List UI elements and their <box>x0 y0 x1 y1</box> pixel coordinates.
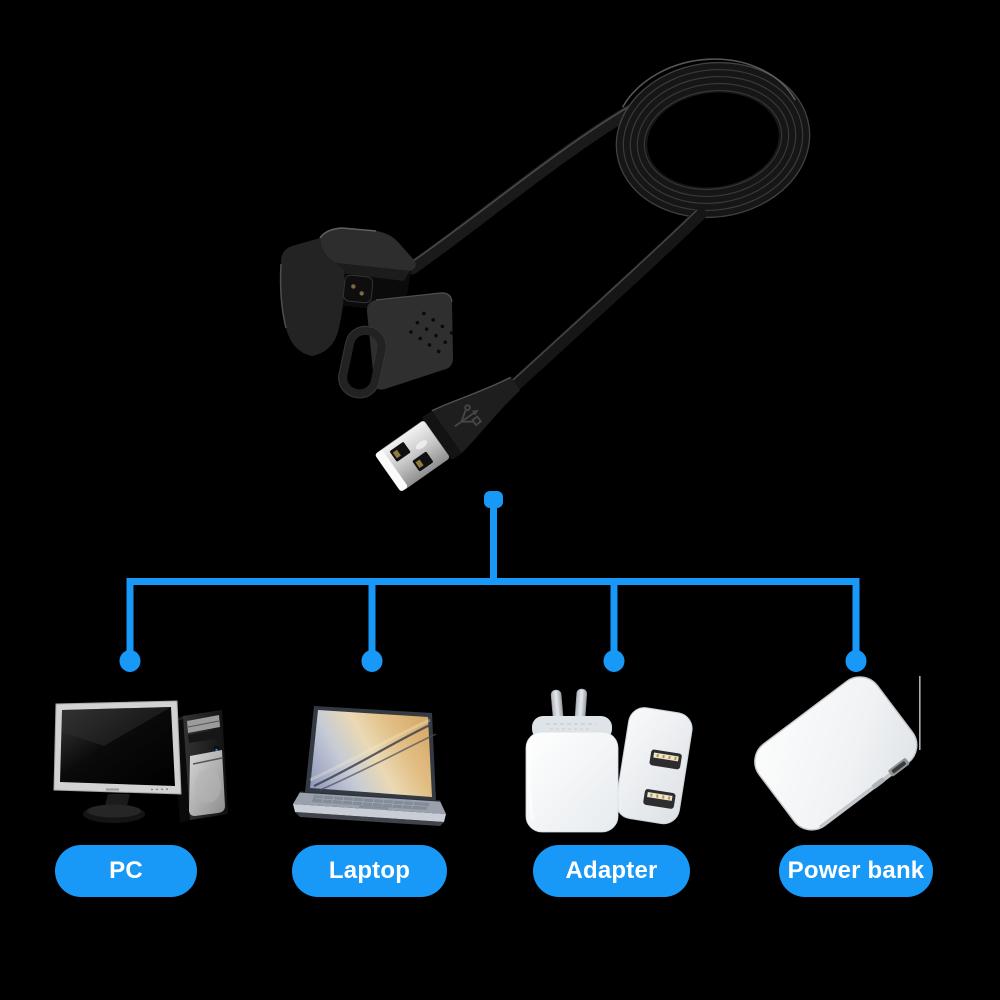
pc-image <box>53 700 228 823</box>
power-bank-label-pill: Power bank <box>779 845 933 897</box>
adapter-front-charger <box>525 688 619 833</box>
charger-cable-photo <box>279 58 811 491</box>
pc-monitor <box>53 700 182 823</box>
pc-label-pill: PC <box>55 845 197 897</box>
laptop-label: Laptop <box>328 857 411 884</box>
usb-trident-logo <box>454 404 483 427</box>
pc-tower <box>172 710 228 823</box>
tree-lines <box>126 505 860 655</box>
usb-port <box>649 749 682 770</box>
adapter-back-charger <box>615 707 693 825</box>
tree-node-adapter <box>603 650 625 672</box>
power-bank-label: Power bank <box>787 857 925 884</box>
coiled-cable-icon <box>615 58 811 219</box>
laptop-base <box>293 791 446 826</box>
usb-a-plug-icon <box>375 376 521 491</box>
power-bank-image <box>754 676 921 831</box>
adapter-label: Adapter <box>565 857 658 884</box>
laptop-image <box>293 706 446 826</box>
photo-artifact-line <box>919 676 921 750</box>
usb-port <box>643 789 676 809</box>
laptop-label-pill: Laptop <box>292 845 447 897</box>
clip-charger-icon <box>279 227 454 399</box>
tree-node-pc <box>119 650 141 672</box>
clip-hook-loop <box>338 325 387 399</box>
speaker-dots <box>409 311 454 354</box>
adapter-label-pill: Adapter <box>533 845 690 897</box>
cable-to-coil <box>405 103 639 275</box>
connection-tree <box>119 491 867 672</box>
tree-node-laptop <box>361 650 383 672</box>
tree-root-node <box>484 491 503 508</box>
cable-to-usb <box>509 207 707 391</box>
adapter-image <box>525 688 693 833</box>
power-bank-body <box>754 676 918 831</box>
pc-label: PC <box>109 857 143 884</box>
tree-node-power-bank <box>845 650 867 672</box>
laptop-screen <box>305 706 437 801</box>
